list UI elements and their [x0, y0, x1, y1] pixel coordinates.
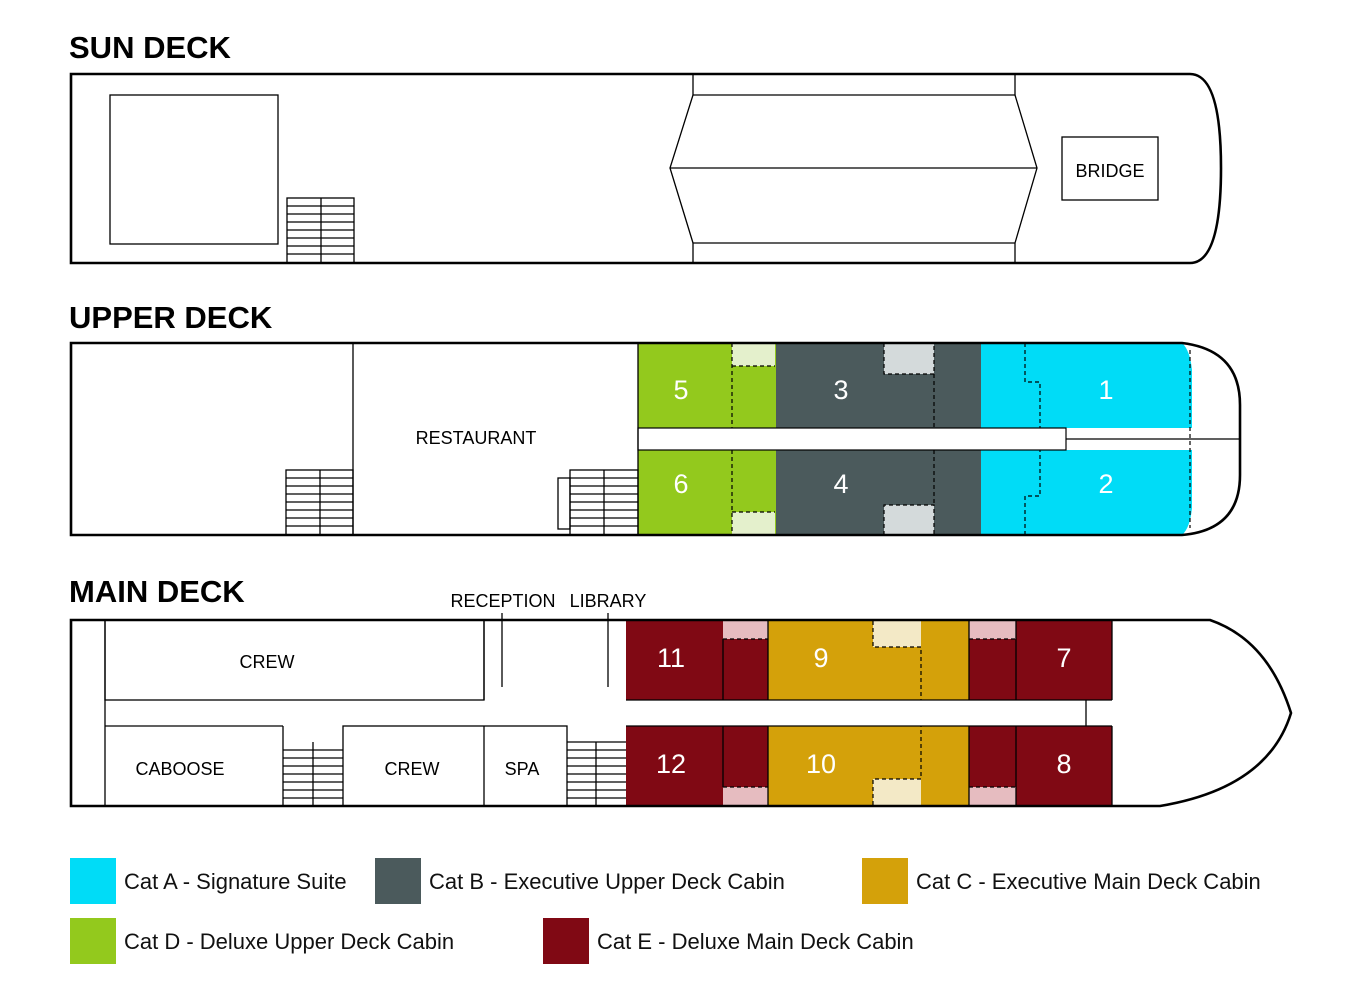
legend-swatch-cat-b: [375, 858, 421, 904]
sun-deck: SUN DECK BRIDGE: [69, 30, 1223, 265]
cabin-6-bath: [732, 512, 775, 534]
cabin-3-number: 3: [833, 375, 848, 405]
cabin-9-area[interactable]: [768, 620, 969, 700]
sun-deck-square: [109, 94, 279, 245]
sun-deck-title: SUN DECK: [69, 30, 232, 65]
crew-top-label: CREW: [240, 652, 295, 672]
spa-label: SPA: [505, 759, 540, 779]
cabin-10-bath: [873, 779, 921, 805]
cabin-5-bath: [732, 344, 775, 366]
cabin-4-area[interactable]: [776, 450, 981, 535]
cabin-9-bath: [873, 621, 921, 647]
upper-deck-stairs-left: [285, 469, 354, 536]
bridge-label: BRIDGE: [1075, 161, 1144, 181]
library-label: LIBRARY: [570, 591, 647, 611]
cabin-6-number: 6: [673, 469, 688, 499]
cabin-1-number: 1: [1098, 375, 1113, 405]
legend-swatch-cat-e: [543, 918, 589, 964]
cabin-5-number: 5: [673, 375, 688, 405]
upper-deck-corridor: [637, 427, 1067, 451]
legend-label-cat-b: Cat B - Executive Upper Deck Cabin: [429, 869, 785, 894]
main-deck-hull: [69, 618, 1293, 808]
caboose-label: CABOOSE: [135, 759, 224, 779]
legend-label-cat-d: Cat D - Deluxe Upper Deck Cabin: [124, 929, 454, 954]
cabin-4-bath: [884, 505, 934, 534]
upper-deck-partitions: [731, 343, 1191, 535]
legend-item-cat-c: Cat C - Executive Main Deck Cabin: [862, 858, 1261, 904]
cabin-3-area[interactable]: [776, 343, 981, 428]
legend-item-cat-a: Cat A - Signature Suite: [70, 858, 347, 904]
bridge-box: [1061, 136, 1159, 201]
legend-item-cat-e: Cat E - Deluxe Main Deck Cabin: [543, 918, 914, 964]
main-deck-title: MAIN DECK: [69, 574, 245, 609]
cabin-1-area[interactable]: [981, 343, 1192, 428]
cabin-12-number: 12: [656, 749, 686, 779]
main-deck-stairs-left: [283, 742, 343, 806]
cabin-9-number: 9: [813, 643, 828, 673]
cabin-11-number: 11: [657, 643, 685, 673]
legend-label-cat-a: Cat A - Signature Suite: [124, 869, 347, 894]
legend-item-cat-b: Cat B - Executive Upper Deck Cabin: [375, 858, 785, 904]
cabin-8-bath: [969, 787, 1016, 805]
crew-bottom-label: CREW: [385, 759, 440, 779]
cabin-10-number: 10: [806, 749, 836, 779]
cabin-11-bath: [723, 621, 768, 639]
legend-swatch-cat-c: [862, 858, 908, 904]
legend: Cat A - Signature Suite Cat B - Executiv…: [70, 858, 1261, 964]
reception-label: RECEPTION: [450, 591, 555, 611]
cabin-2-number: 2: [1098, 469, 1113, 499]
legend-label-cat-e: Cat E - Deluxe Main Deck Cabin: [597, 929, 914, 954]
cabin-7-number: 7: [1056, 643, 1071, 673]
upper-deck-title: UPPER DECK: [69, 300, 273, 335]
legend-swatch-cat-d: [70, 918, 116, 964]
cabin-4-number: 4: [833, 469, 848, 499]
upper-deck-stairs-right: [557, 469, 639, 536]
sun-deck-hull: [69, 72, 1223, 265]
cabin-8-number: 8: [1056, 749, 1071, 779]
cabin-10-area[interactable]: [768, 726, 969, 806]
cabin-12-bath: [723, 787, 768, 805]
legend-label-cat-c: Cat C - Executive Main Deck Cabin: [916, 869, 1261, 894]
restaurant-label: RESTAURANT: [416, 428, 537, 448]
cabin-3-bath: [884, 344, 934, 374]
cabin-7-bath: [969, 621, 1016, 639]
crew-top-room: [104, 619, 485, 701]
upper-deck: UPPER DECK: [69, 300, 1242, 537]
main-deck: MAIN DECK RECEPTION LIBRARY: [69, 574, 1293, 808]
main-deck-stairs-right: [567, 741, 626, 806]
legend-swatch-cat-a: [70, 858, 116, 904]
upper-deck-hull: [69, 341, 1242, 537]
main-deck-partitions: [626, 620, 1113, 806]
sun-deck-stairs: [286, 197, 355, 264]
legend-item-cat-d: Cat D - Deluxe Upper Deck Cabin: [70, 918, 454, 964]
sun-deck-canopy: [669, 74, 1038, 263]
cabin-2-area[interactable]: [981, 450, 1192, 535]
